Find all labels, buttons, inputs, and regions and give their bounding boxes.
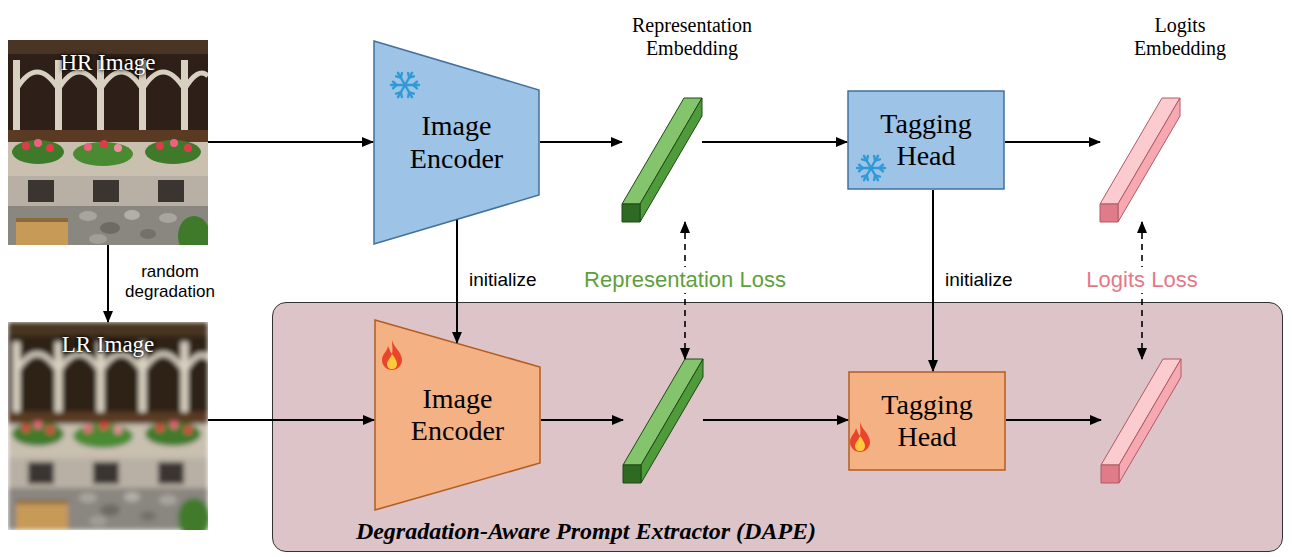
flow-arrow [1006, 419, 1101, 421]
fire-icon [850, 422, 870, 452]
snowflake-branch [862, 175, 867, 176]
bar-side-face [641, 359, 703, 483]
snowflake-branch [875, 159, 880, 160]
fire-icon [382, 340, 402, 370]
bar-side-face [1118, 98, 1180, 222]
trapezoid-outline [375, 320, 540, 510]
snowflake-branch [408, 92, 409, 97]
snowflake-arm [857, 167, 871, 169]
flame-outer [850, 422, 870, 452]
flow-arrow [1005, 141, 1100, 143]
tagging-head-box: Tagging Head [847, 90, 1005, 190]
snowflake-icon [391, 73, 419, 97]
image-label: HR Image [8, 50, 208, 76]
bar-end-cap [1100, 204, 1118, 222]
bar-side-face [1119, 359, 1181, 483]
loss-label: Representation Loss [580, 267, 790, 292]
flow-arrow [208, 141, 373, 143]
snowflake-branch [867, 156, 868, 161]
tagging-head-box: Tagging Head [848, 371, 1006, 471]
bar-end-cap [623, 465, 641, 483]
embedding-heading: Representation Embedding [617, 14, 767, 60]
bar-top-face [623, 359, 703, 465]
flow-arrow [702, 141, 847, 143]
bar-top-face [1101, 359, 1181, 465]
snowflake-arm [871, 167, 885, 169]
flame-outer [382, 340, 402, 370]
node-shape [623, 359, 703, 483]
node-shape [1101, 359, 1181, 483]
snowflake-branch [413, 85, 417, 88]
photo-panel: HR Image [8, 40, 208, 245]
edge-label: initialize [469, 269, 537, 291]
flow-arrow [208, 419, 374, 421]
snowflake-arm [864, 168, 871, 180]
loss-label: Logits Loss [1082, 267, 1201, 292]
snowflake-arm [391, 84, 405, 86]
snowflake-branch [396, 92, 401, 93]
snowflake-arm [398, 85, 405, 97]
snowflake-icon [857, 156, 885, 180]
embedding-bar: Logits Embedding [1100, 98, 1180, 222]
snowflake-arm [405, 73, 412, 85]
embedding-bar [1101, 359, 1181, 483]
flow-arrow [703, 419, 848, 421]
snowflake-arm [398, 73, 405, 85]
snowflake-arm [864, 156, 871, 168]
box-outline [848, 91, 1004, 189]
embedding-bar [623, 359, 703, 483]
snowflake-branch [401, 73, 402, 78]
photo-panel: LR Image [8, 322, 208, 530]
flame-inner [855, 436, 865, 451]
bar-end-cap [622, 204, 640, 222]
region-title: Degradation-Aware Prompt Extractor (DAPE… [356, 518, 816, 545]
embedding-bar: Representation Embedding [622, 98, 702, 222]
flame-inner [387, 354, 397, 369]
encoder-trapezoid: Image Encoder [374, 319, 541, 511]
snowflake-arm [871, 156, 878, 168]
flow-arrow [540, 141, 622, 143]
edge-label: initialize [945, 269, 1013, 291]
trapezoid-outline [374, 41, 539, 244]
box-label: Image Encoder [398, 383, 518, 447]
snowflake-arm [405, 85, 412, 97]
flow-arrow [541, 419, 623, 421]
box-outline [849, 372, 1005, 470]
bar-end-cap [1101, 465, 1119, 483]
bar-top-face [622, 98, 702, 204]
flow-arrow [456, 220, 458, 343]
snowflake-branch [874, 175, 875, 180]
encoder-trapezoid: Image Encoder [373, 40, 540, 245]
bar-side-face [640, 98, 702, 222]
snowflake-arm [405, 84, 419, 86]
snowflake-branch [859, 165, 863, 168]
flow-arrow [107, 245, 109, 322]
dape-region: Degradation-Aware Prompt Extractor (DAPE… [272, 302, 1283, 552]
box-label: Image Encoder [397, 110, 517, 174]
snowflake-branch [879, 168, 883, 171]
snowflake-arm [871, 168, 878, 180]
bar-top-face [1100, 98, 1180, 204]
flow-arrow [932, 190, 934, 371]
box-label: Tagging Head [862, 389, 992, 453]
edge-label: random degradation [120, 262, 220, 301]
snowflake-branch [409, 76, 414, 77]
image-label: LR Image [8, 332, 208, 358]
snowflake-branch [393, 82, 397, 85]
node-shape [622, 98, 702, 222]
node-shape [1100, 98, 1180, 222]
box-label: Tagging Head [861, 108, 991, 172]
embedding-heading: Logits Embedding [1120, 14, 1240, 60]
